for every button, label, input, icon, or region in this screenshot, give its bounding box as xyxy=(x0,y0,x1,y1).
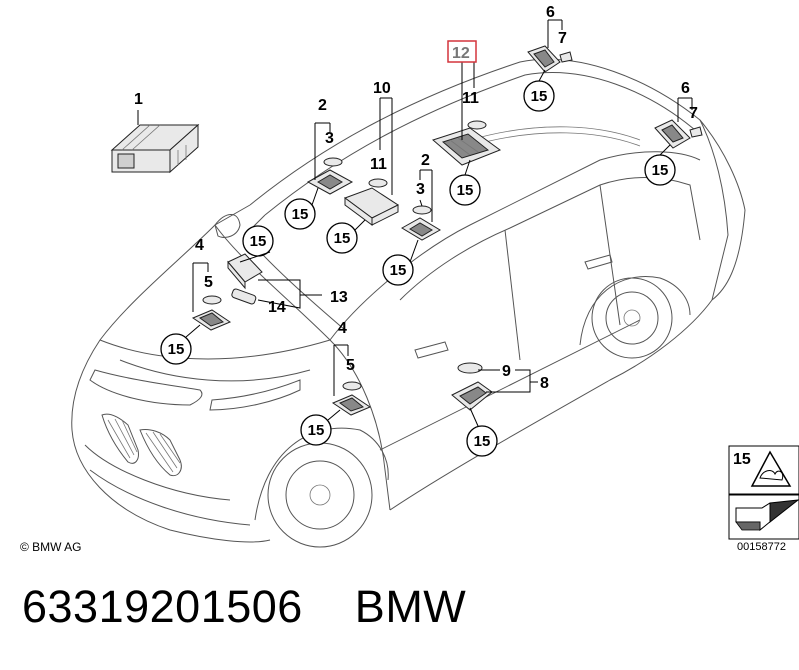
callout-15-b: 15 xyxy=(644,154,676,186)
copyright-text: © BMW AG xyxy=(20,540,82,554)
part-13-lamp-assembly xyxy=(227,253,263,305)
callout-15-i: 15 xyxy=(300,414,332,446)
label-12: 12 xyxy=(452,45,470,62)
part-12-roof-lamp xyxy=(432,120,502,166)
callout-15-j: 15 xyxy=(466,425,498,457)
callout-15-g: 15 xyxy=(242,225,274,257)
part-lamp-rear-top xyxy=(527,45,573,73)
part-lamp-front-right xyxy=(401,205,441,241)
svg-text:15: 15 xyxy=(474,433,491,450)
label-10: 10 xyxy=(373,80,391,97)
svg-text:15: 15 xyxy=(390,262,407,279)
label-2-b: 2 xyxy=(421,152,430,169)
label-7-b: 7 xyxy=(689,105,698,122)
callout-15-c: 15 xyxy=(449,174,481,206)
label-2: 2 xyxy=(318,97,327,114)
label-14: 14 xyxy=(268,299,286,316)
circled-callouts: 15 15 15 15 15 15 15 15 15 15 xyxy=(160,80,676,457)
part-lamp-front-left xyxy=(306,157,354,195)
label-3-b: 3 xyxy=(416,181,425,198)
label-11-b: 11 xyxy=(462,90,479,107)
label-9: 9 xyxy=(502,363,511,380)
drawing-number: 00158772 xyxy=(737,541,786,553)
callout-15-e: 15 xyxy=(326,222,358,254)
part-number-title: 63319201506 BMW xyxy=(22,581,467,632)
callout-labels: 1 2 3 10 11 2 3 12 11 6 7 6 7 4 5 13 14 … xyxy=(134,4,698,392)
part-lamp-door-sill xyxy=(331,381,372,416)
label-5-b: 5 xyxy=(346,357,355,374)
circle-leader-stubs xyxy=(185,69,671,427)
legend-clip-box: 15 xyxy=(728,445,799,495)
svg-text:15: 15 xyxy=(652,162,669,179)
label-6-b: 6 xyxy=(681,80,690,97)
label-4-b: 4 xyxy=(338,320,347,337)
label-3: 3 xyxy=(325,130,334,147)
label-7-a: 7 xyxy=(558,30,567,47)
label-6-a: 6 xyxy=(546,4,555,21)
label-4-a: 4 xyxy=(195,237,204,254)
svg-text:15: 15 xyxy=(334,230,351,247)
label-13: 13 xyxy=(330,289,348,306)
warning-triangle-icon xyxy=(750,450,792,487)
part-lamp-left-footwell xyxy=(191,295,232,331)
svg-text:15: 15 xyxy=(308,422,325,439)
svg-text:15: 15 xyxy=(168,341,185,358)
highlight-box-12 xyxy=(447,40,477,63)
callout-15-a: 15 xyxy=(523,80,555,112)
label-8: 8 xyxy=(540,375,549,392)
label-1: 1 xyxy=(134,91,143,108)
svg-text:15: 15 xyxy=(457,182,474,199)
label-11-a: 11 xyxy=(370,156,387,173)
label-5-a: 5 xyxy=(204,274,213,291)
legend-label-15: 15 xyxy=(733,451,751,468)
part-lamp-rear-side xyxy=(654,119,703,149)
callout-15-h: 15 xyxy=(160,333,192,365)
legend-arrow-box xyxy=(728,494,799,540)
svg-text:15: 15 xyxy=(250,233,267,250)
callout-15-f: 15 xyxy=(382,254,414,286)
callout-15-d: 15 xyxy=(284,198,316,230)
svg-text:15: 15 xyxy=(531,88,548,105)
part-1-module xyxy=(110,123,200,174)
part-8-door-lamp xyxy=(451,362,493,411)
part-reading-lamp-center xyxy=(343,178,400,226)
svg-text:15: 15 xyxy=(292,206,309,223)
